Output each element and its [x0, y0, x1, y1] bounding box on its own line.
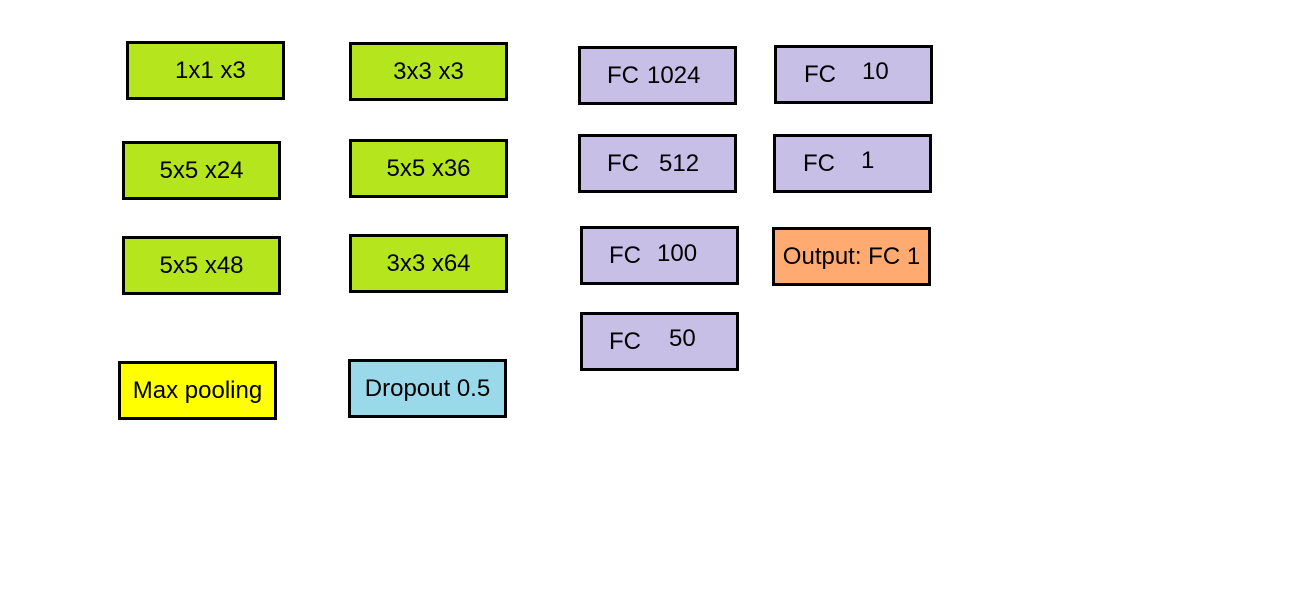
conv-block-label: 1x1 x3: [175, 56, 246, 84]
max-pooling-block: Max pooling: [118, 361, 277, 420]
fc-prefix-label: FC: [607, 61, 639, 89]
conv-block-label: 5x5 x48: [159, 251, 244, 279]
fc-prefix-label: FC: [607, 149, 639, 177]
conv-block-5x5-x48: 5x5 x48: [122, 236, 281, 295]
fc-prefix-label: FC: [609, 327, 641, 355]
fc-block-100: FC 100: [580, 226, 739, 285]
fc-prefix-label: FC: [803, 149, 835, 177]
dropout-label: Dropout 0.5: [364, 374, 491, 402]
conv-block-5x5-x36: 5x5 x36: [349, 139, 508, 198]
fc-block-1: FC 1: [773, 134, 932, 193]
fc-block-10: FC 10: [774, 45, 933, 104]
max-pooling-label: Max pooling: [132, 376, 263, 404]
output-block: Output: FC 1: [772, 227, 931, 286]
fc-block-1024: FC 1024: [578, 46, 737, 105]
conv-block-label: 5x5 x24: [159, 156, 244, 184]
fc-block-512: FC 512: [578, 134, 737, 193]
conv-block-5x5-x24: 5x5 x24: [122, 141, 281, 200]
fc-units-label: 10: [862, 57, 889, 85]
conv-block-3x3-x64: 3x3 x64: [349, 234, 508, 293]
conv-block-label: 3x3 x3: [393, 57, 464, 85]
conv-block-3x3-x3: 3x3 x3: [349, 42, 508, 101]
dropout-block: Dropout 0.5: [348, 359, 507, 418]
fc-units-label: 100: [657, 239, 698, 267]
fc-units-label: 50: [669, 324, 696, 352]
fc-units-label: 512: [659, 149, 700, 177]
fc-prefix-label: FC: [609, 241, 641, 269]
fc-block-50: FC 50: [580, 312, 739, 371]
output-label: Output: FC 1: [782, 242, 921, 270]
conv-block-1x1-x3: 1x1 x3: [126, 41, 285, 100]
fc-prefix-label: FC: [804, 60, 836, 88]
fc-units-label: 1024: [647, 61, 701, 89]
conv-block-label: 3x3 x64: [386, 249, 471, 277]
conv-block-label: 5x5 x36: [386, 154, 471, 182]
fc-units-label: 1: [861, 146, 875, 174]
